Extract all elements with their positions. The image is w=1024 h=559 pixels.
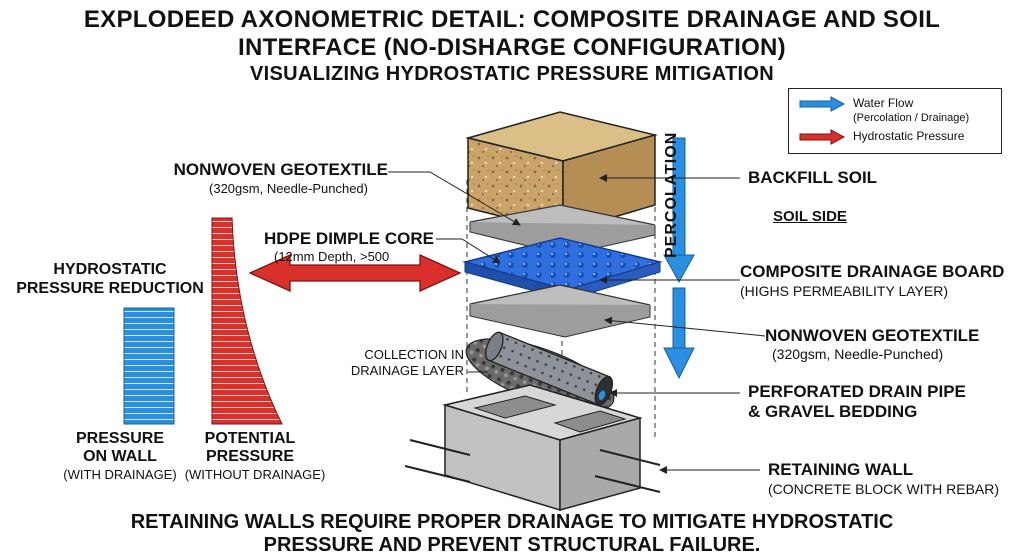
label-collection: COLLECTION IN xyxy=(364,347,464,362)
pressure-bar-with-drainage xyxy=(123,307,175,425)
red-arrow-icon xyxy=(799,129,845,145)
percolation-label: PERCOLATION xyxy=(663,131,680,258)
composite-drainage-board xyxy=(462,237,663,301)
pressure-title-2: PRESSURE REDUCTION xyxy=(16,280,204,297)
gravel-and-pipe xyxy=(465,331,615,412)
footer-line-1: RETAINING WALLS REQUIRE PROPER DRAINAGE … xyxy=(130,511,894,533)
title-line-1: EXPLODEED AXONOMETRIC DETAIL: COMPOSITE … xyxy=(83,6,941,33)
bar-without-label-1: POTENTIAL xyxy=(204,430,296,447)
label-geotextile-bottom: NONWOVEN GEOTEXTILE xyxy=(765,326,980,345)
blue-arrow-icon xyxy=(799,96,845,112)
percolation-arrow xyxy=(663,137,695,284)
bar-without-label-2: PRESSURE xyxy=(205,448,295,465)
legend-water-label: Water Flow xyxy=(853,96,914,110)
legend: Water Flow (Percolation / Drainage) Hydr… xyxy=(788,88,1002,154)
label-drain-pipe: PERFORATED DRAIN PIPE xyxy=(748,382,966,401)
retaining-wall-block xyxy=(404,384,661,512)
label-geotextile-bottom-sub: (320gsm, Needle-Punched) xyxy=(772,346,944,362)
pressure-title-1: HYDROSTATIC xyxy=(53,261,167,278)
legend-pressure-label: Hydrostatic Pressure xyxy=(853,129,965,143)
label-collection-2: DRAINAGE LAYER xyxy=(350,363,464,378)
hydrostatic-pressure-arrow xyxy=(248,253,462,293)
label-retaining-wall: RETAINING WALL xyxy=(768,460,914,479)
legend-item-pressure: Hydrostatic Pressure xyxy=(799,129,964,145)
legend-item-water: Water Flow (Percolation / Drainage) xyxy=(799,96,969,126)
bar-with-sub: (WITH DRAINAGE) xyxy=(63,467,177,482)
bar-with-label-1: PRESSURE xyxy=(75,430,165,447)
label-dimple-core: HDPE DIMPLE CORE xyxy=(263,229,434,248)
legend-water-sub: (Percolation / Drainage) xyxy=(853,112,970,124)
label-geotextile-top-sub: (320gsm, Needle-Punched) xyxy=(209,181,368,196)
label-dimple-core-sub: (12mm Depth, >500 xyxy=(274,249,390,264)
bar-with-label-2: ON WALL xyxy=(83,448,157,465)
guide-lines xyxy=(466,180,656,440)
label-geotextile-top: NONWOVEN GEOTEXTILE xyxy=(173,160,388,179)
label-retaining-wall-sub: (CONCRETE BLOCK WITH REBAR) xyxy=(768,481,1000,497)
label-gravel-bedding: & GRAVEL BEDDING xyxy=(748,402,918,421)
footer-line-2: PRESSURE AND PREVENT STRUCTURAL FAILURE. xyxy=(263,534,761,556)
label-drainage-board-sub: (HIGHS PERMEABILITY LAYER) xyxy=(740,283,948,299)
label-drainage-board: COMPOSITE DRAINAGE BOARD xyxy=(740,262,1005,281)
subtitle: VISUALIZING HYDROSTATIC PRESSURE MITIGAT… xyxy=(249,63,775,85)
label-backfill-soil: BACKFILL SOIL xyxy=(748,168,878,187)
bar-without-sub: (WITHOUT DRAINAGE) xyxy=(184,467,326,482)
label-soil-side: SOIL SIDE xyxy=(773,208,847,225)
title-line-2: INTERFACE (NO-DISHARGE CONFIGURATION) xyxy=(238,34,786,61)
drainage-arrow xyxy=(663,287,695,380)
pressure-bar-without-drainage xyxy=(211,217,283,425)
